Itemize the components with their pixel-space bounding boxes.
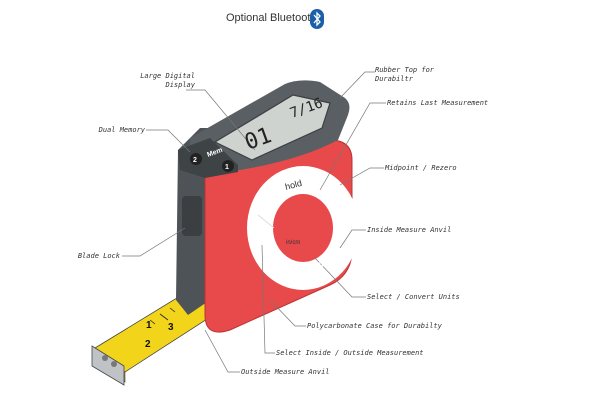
callout-large-display: Large Digital Display [140, 72, 195, 89]
callout-select-units: Select / Convert Units [367, 293, 460, 301]
callout-rubber-top: Rubber Top for Durabiltr [375, 66, 435, 83]
header: Optional Bluetooth [0, 9, 600, 29]
units-label: in/cm [286, 240, 300, 246]
header-title: Optional Bluetooth [226, 12, 317, 24]
center-button[interactable] [273, 194, 333, 262]
callout-outside-anvil: Outside Measure Anvil [241, 368, 330, 376]
digital-display [213, 94, 331, 161]
tape-body [176, 80, 359, 333]
callout-midpoint: Midpoint / Rezero [385, 164, 457, 172]
callout-polycarbonate: Polycarbonate Case for Durabilty [307, 322, 442, 330]
callout-select-inside: Select Inside / Outside Measurement [276, 349, 424, 357]
tape-mark-1: 1 [146, 320, 152, 331]
callout-blade-lock: Blade Lock [77, 252, 120, 260]
hold-label: hold [284, 178, 303, 192]
bluetooth-icon [310, 9, 324, 29]
mem-button-1-label: 1 [225, 164, 229, 171]
mem-button-1[interactable] [222, 160, 234, 172]
tape-mark-3: 3 [168, 322, 174, 333]
callout-lines [122, 71, 386, 373]
callout-inside-anvil: Inside Measure Anvil [367, 226, 452, 234]
mem-button-2-label: 2 [193, 157, 197, 164]
tape-mark-2: 2 [145, 339, 151, 350]
mem-button-2[interactable] [190, 153, 202, 165]
callout-dual-memory: Dual Memory [98, 126, 145, 134]
callout-retains-last: Retains Last Measurement [387, 99, 489, 107]
outside-anvil-hook [91, 345, 125, 386]
blade-lock-button[interactable] [182, 196, 202, 236]
